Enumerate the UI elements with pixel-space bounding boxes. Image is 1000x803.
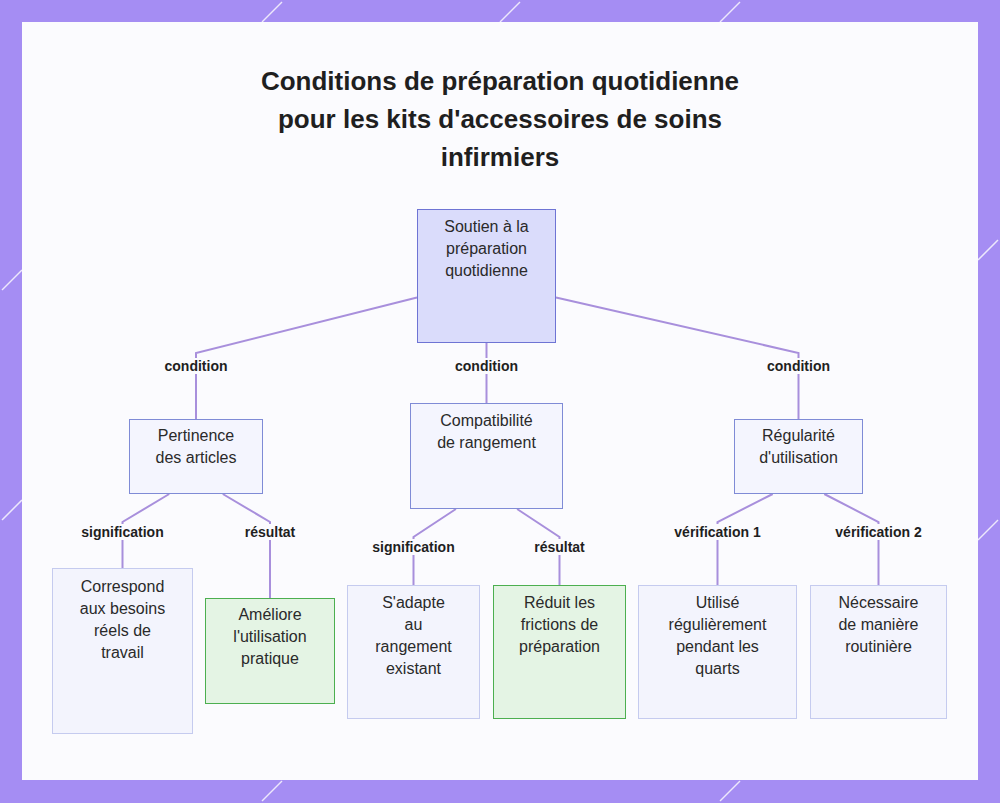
node-text: S'adapte au rangement existant [372,592,456,680]
edge-label: condition [453,358,520,374]
concept-box: Régularité d'utilisation [734,419,863,494]
edge-label: condition [163,358,230,374]
concept-box: Soutien à la préparation quotidienne [417,209,556,343]
edge-label: signification [370,539,456,555]
node-text: Compatibilité de rangement [432,410,542,454]
node-text: Régularité d'utilisation [744,425,854,469]
edge-label: vérification 1 [672,524,762,540]
node-text: Soutien à la préparation quotidienne [444,216,530,282]
node-text: Améliore l'utilisation pratique [219,604,321,670]
connector-line [556,297,799,419]
edge-label: vérification 2 [833,524,923,540]
node-text: Utilisé régulièrement pendant les quarts [663,592,773,680]
concept-box: S'adapte au rangement existant [347,585,480,719]
concept-box: Correspond aux besoins réels de travail [52,568,193,734]
result-box: Réduit les frictions de préparation [493,585,626,719]
concept-box: Pertinence des articles [129,419,263,494]
result-box: Améliore l'utilisation pratique [205,598,335,704]
concept-box: Nécessaire de manière routinière [810,585,947,719]
edge-label: résultat [243,524,298,540]
node-text: Nécessaire de manière routinière [828,592,930,658]
edge-label: signification [79,524,165,540]
concept-box: Compatibilité de rangement [410,403,563,509]
edge-label: résultat [532,539,587,555]
diagram-title: Conditions de préparation quotidienne po… [250,62,750,176]
connector-line [223,494,270,598]
node-text: Pertinence des articles [149,425,243,469]
edge-label: condition [765,358,832,374]
node-text: Réduit les frictions de préparation [509,592,611,658]
node-text: Correspond aux besoins réels de travail [80,576,166,664]
concept-box: Utilisé régulièrement pendant les quarts [638,585,797,719]
